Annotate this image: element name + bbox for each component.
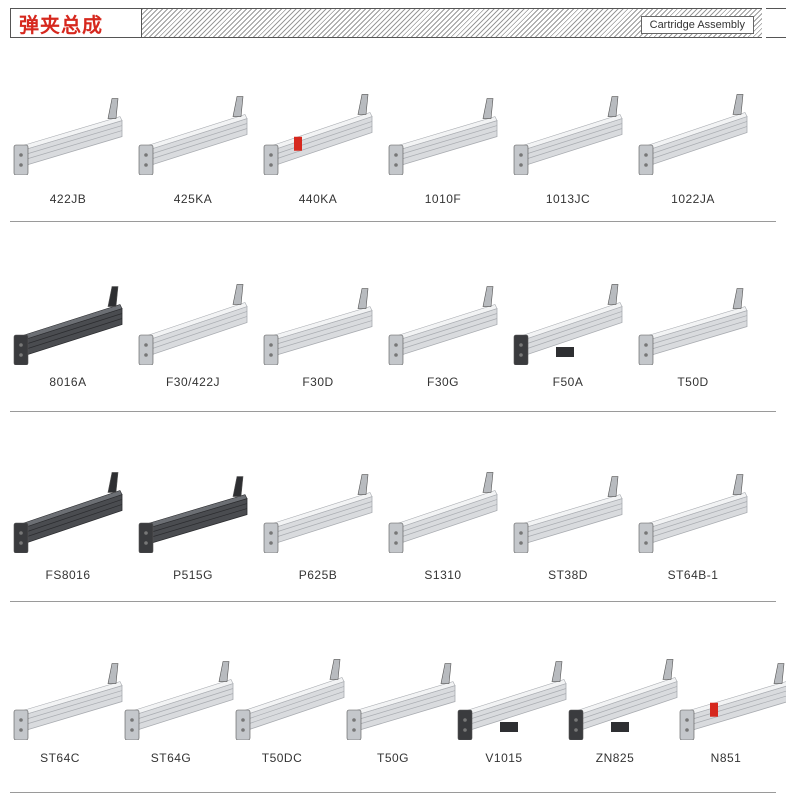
product-model-label: ST64B-1 — [667, 568, 719, 582]
cartridge-assembly-image — [638, 94, 748, 175]
page-title: 弹夹总成 — [19, 12, 103, 37]
hatched-banner: Cartridge Assembly — [142, 8, 762, 38]
cartridge-assembly-image — [263, 94, 373, 175]
product-item: P625B — [256, 433, 380, 586]
product-model-label: ST64C — [40, 751, 80, 765]
product-model-label: V1015 — [485, 751, 523, 765]
product-item: ST38D — [506, 433, 630, 586]
cartridge-assembly-image — [679, 663, 786, 740]
product-model-label: S1310 — [424, 568, 462, 582]
english-title-text: Cartridge Assembly — [649, 19, 745, 31]
product-model-label: 1013JC — [545, 192, 591, 206]
product-model-label: F30D — [302, 375, 334, 389]
product-model-label: F30G — [426, 375, 459, 389]
product-item: S1310 — [381, 433, 505, 586]
cartridge-assembly-image — [457, 661, 567, 740]
cartridge-assembly-image — [513, 476, 623, 553]
product-model-label: T50DC — [261, 751, 303, 765]
cartridge-assembly-image — [513, 284, 623, 365]
product-model-label: ST38D — [548, 568, 588, 582]
cartridge-assembly-image — [138, 476, 248, 553]
row-divider — [10, 411, 776, 412]
product-item: F30D — [256, 245, 380, 393]
cartridge-assembly-image — [138, 96, 248, 175]
product-model-label: F50A — [552, 375, 584, 389]
product-model-label: T50D — [677, 375, 709, 389]
product-model-label: T50G — [376, 751, 409, 765]
cartridge-assembly-image — [13, 472, 123, 553]
header-end-lines — [766, 8, 786, 38]
product-item: ZN825 — [561, 620, 678, 769]
product-item: T50D — [631, 245, 755, 393]
product-item: V1015 — [450, 620, 567, 769]
cartridge-assembly-image — [388, 472, 498, 553]
cartridge-assembly-image — [388, 286, 498, 365]
product-item: F30G — [381, 245, 505, 393]
product-model-label: 440KA — [298, 192, 338, 206]
title-box: 弹夹总成 — [10, 8, 142, 38]
product-item: 440KA — [256, 55, 380, 210]
product-item: 1013JC — [506, 55, 630, 210]
cartridge-assembly-image — [235, 659, 345, 740]
product-item: 1022JA — [631, 55, 755, 210]
row-divider — [10, 221, 776, 222]
product-item: 1010F — [381, 55, 505, 210]
product-model-label: 1010F — [424, 192, 462, 206]
cartridge-assembly-image — [513, 96, 623, 175]
cartridge-assembly-image — [638, 474, 748, 553]
product-model-label: ST64G — [150, 751, 192, 765]
product-model-label: ZN825 — [595, 751, 635, 765]
cartridge-assembly-image — [13, 98, 123, 175]
product-item: T50DC — [228, 620, 345, 769]
row-divider — [10, 792, 776, 793]
product-item: N851 — [672, 620, 786, 769]
cartridge-assembly-image — [263, 474, 373, 553]
product-item: FS8016 — [6, 433, 130, 586]
cartridge-assembly-image — [13, 663, 123, 740]
cartridge-assembly-image — [124, 661, 234, 740]
product-model-label: P625B — [298, 568, 338, 582]
product-model-label: 8016A — [49, 375, 87, 389]
product-model-label: FS8016 — [45, 568, 91, 582]
page-header: 弹夹总成 Cartridge Assembly — [0, 0, 786, 44]
product-model-label: F30/422J — [165, 375, 221, 389]
product-model-label: N851 — [710, 751, 742, 765]
product-item: P515G — [131, 433, 255, 586]
cartridge-assembly-image — [263, 288, 373, 365]
product-model-label: P515G — [173, 568, 213, 582]
cartridge-assembly-image — [638, 288, 748, 365]
product-item: ST64G — [117, 620, 234, 769]
product-item: F50A — [506, 245, 630, 393]
product-item: 425KA — [131, 55, 255, 210]
product-model-label: 422JB — [49, 192, 87, 206]
cartridge-assembly-image — [13, 286, 123, 365]
product-item: T50G — [339, 620, 456, 769]
product-item: 8016A — [6, 245, 130, 393]
product-item: ST64C — [6, 620, 123, 769]
product-item: F30/422J — [131, 245, 255, 393]
product-item: 422JB — [6, 55, 130, 210]
row-divider — [10, 601, 776, 602]
english-title: Cartridge Assembly — [640, 16, 754, 34]
product-model-label: 1022JA — [671, 192, 715, 206]
cartridge-assembly-image — [568, 659, 678, 740]
product-item: ST64B-1 — [631, 433, 755, 586]
product-model-label: 425KA — [173, 192, 213, 206]
cartridge-assembly-image — [138, 284, 248, 365]
cartridge-assembly-image — [388, 98, 498, 175]
cartridge-assembly-image — [346, 663, 456, 740]
